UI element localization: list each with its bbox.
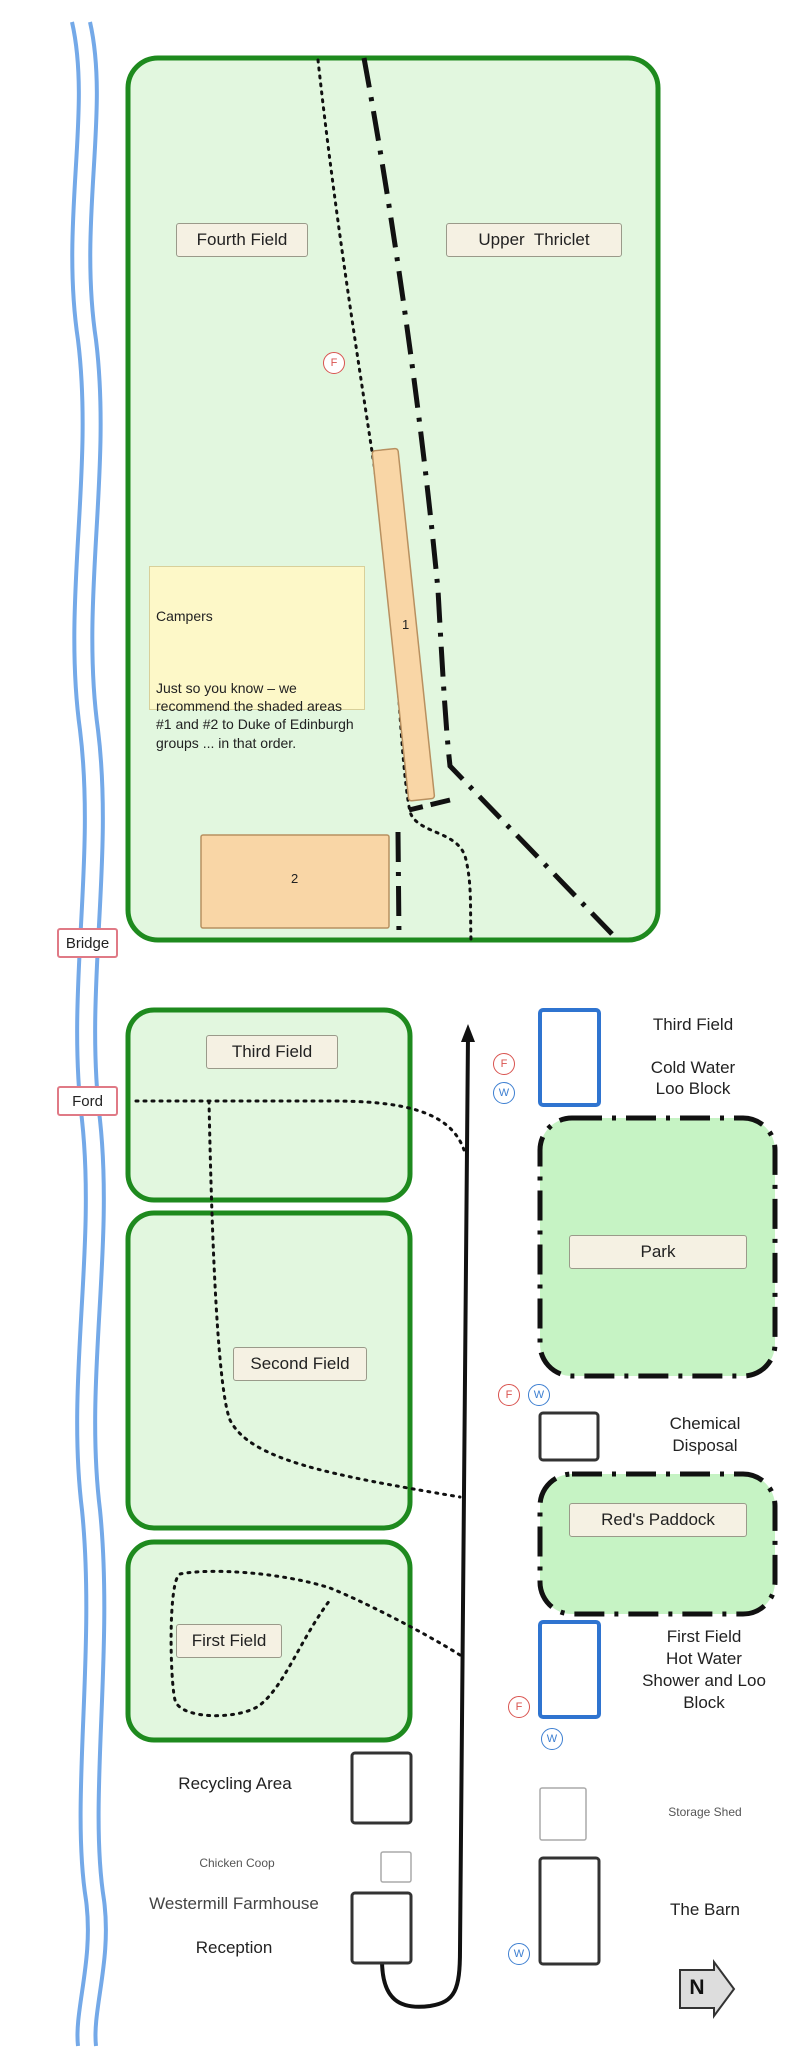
reception-label: Reception (195, 1938, 273, 1957)
upper-thriclet-label: Upper Thriclet (446, 223, 622, 257)
third-field-loo-block (538, 1008, 601, 1107)
chicken-coop-label: Chicken Coop (199, 1856, 275, 1870)
fire-point-icon: F (508, 1696, 530, 1718)
barn-label: The Barn (670, 1900, 740, 1919)
footpath-ford (134, 1099, 466, 1152)
shaded-area-2-number: 2 (291, 871, 299, 886)
water-point-icon: W (508, 1943, 530, 1965)
footpath-second-field (207, 1099, 462, 1499)
third-field-label: Third Field (206, 1035, 338, 1069)
chemical-disposal-label: Chemical Disposal (669, 1414, 741, 1456)
fire-point-icon: F (323, 352, 345, 374)
shaded-area-2 (200, 834, 390, 929)
first-field-shower-block-label: First Field Hot Water Shower and Loo Blo… (642, 1627, 766, 1713)
river (70, 21, 108, 2047)
campers-note-title: Campers (156, 608, 213, 625)
driveway (380, 1034, 470, 2009)
first-field-label: First Field (176, 1624, 282, 1658)
bridge-label: Bridge (57, 928, 118, 958)
third-field-loo-block-label: Third Field Cold Water Loo Block (650, 1015, 736, 1098)
fourth-field-label: Fourth Field (176, 223, 308, 257)
park-label: Park (569, 1235, 747, 1269)
shaded-area-1 (371, 447, 436, 802)
storage-shed-label: Storage Shed (668, 1805, 742, 1819)
driveway-arrow (461, 1024, 475, 1042)
farmhouse-building (350, 1891, 413, 1965)
recycling-building (350, 1751, 413, 1825)
barn-building (538, 1856, 601, 1966)
reds-paddock-area (537, 1471, 778, 1617)
third-field-area (125, 1007, 413, 1203)
storage-shed-building (539, 1787, 587, 1841)
footpath-first-field (169, 1569, 462, 1718)
field-boundary-line (361, 57, 614, 936)
fire-point-icon: F (498, 1384, 520, 1406)
ford-label: Ford (57, 1086, 118, 1116)
water-point-icon: W (528, 1384, 550, 1406)
water-point-icon: W (493, 1082, 515, 1104)
field-boundary-line-3 (395, 831, 402, 939)
second-field-label: Second Field (233, 1347, 367, 1381)
recycling-area-label: Recycling Area (178, 1774, 292, 1793)
north-arrow-icon (679, 1958, 736, 2020)
footpath-upper (316, 58, 473, 942)
campers-note: Campers Just so you know – we recommend … (149, 566, 365, 751)
chicken-coop-building (380, 1851, 412, 1883)
water-point-icon: W (541, 1728, 563, 1750)
reds-paddock-label: Red's Paddock (569, 1503, 747, 1537)
shaded-area-1-number: 1 (402, 617, 410, 632)
north-letter: N (689, 1976, 705, 1999)
farmhouse-label: Westermill Farmhouse (149, 1894, 319, 1913)
chemical-disposal-building (538, 1411, 600, 1462)
field-boundary-line-2 (408, 797, 451, 813)
fire-point-icon: F (493, 1053, 515, 1075)
campers-note-body: Just so you know – we recommend the shad… (156, 679, 354, 751)
first-field-shower-block (538, 1620, 601, 1719)
